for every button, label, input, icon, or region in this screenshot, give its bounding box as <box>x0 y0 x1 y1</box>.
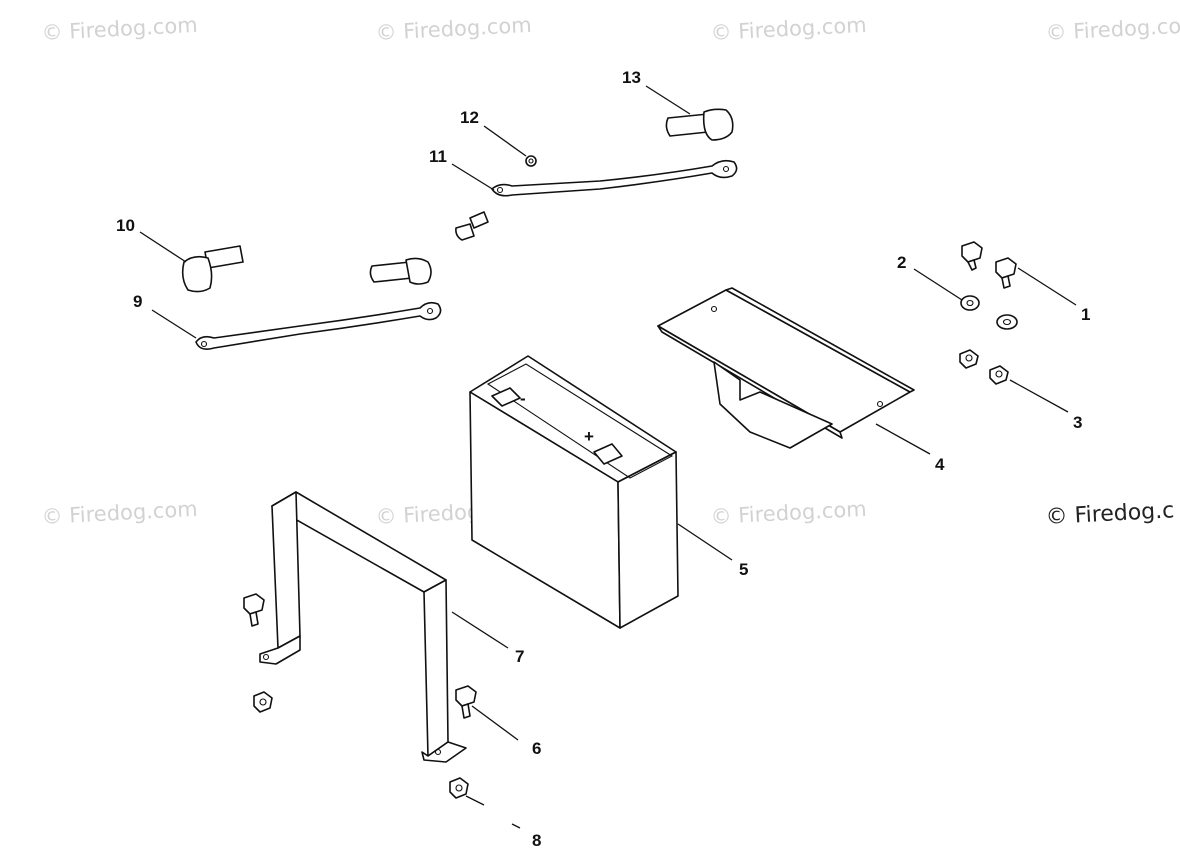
callout-9: 9 <box>133 292 142 311</box>
leader-2 <box>913 268 963 301</box>
leader-4 <box>875 423 931 455</box>
leader-10 <box>139 231 187 263</box>
callout-3: 3 <box>1073 413 1082 432</box>
terminal-cover <box>369 257 432 285</box>
callout-5: 5 <box>739 560 748 579</box>
part-4-battery-tray <box>657 287 915 449</box>
leader-12 <box>483 125 527 157</box>
hardware-lower-left <box>243 593 477 799</box>
callout-10: 10 <box>116 216 135 235</box>
callout-7: 7 <box>515 647 524 666</box>
leader-13 <box>645 85 691 115</box>
callout-11: 11 <box>429 147 447 166</box>
part-9-battery-cable <box>195 301 442 350</box>
watermark: © Firedog.com <box>1045 13 1180 45</box>
bolt <box>455 211 489 241</box>
part-7-hold-down-bracket <box>259 491 467 763</box>
callout-12: 12 <box>460 108 479 127</box>
callout-labels: 1 2 3 4 5 6 7 8 9 10 11 12 13 <box>116 68 1090 850</box>
part-11-battery-cable <box>491 159 738 197</box>
battery-negative-marker: - <box>520 389 526 408</box>
callout-8: 8 <box>532 831 541 850</box>
watermark-corner: © Firedog.c <box>1045 498 1175 530</box>
hardware-upper-right <box>959 241 1018 385</box>
watermark: © Firedog.com <box>41 13 198 45</box>
leader-7 <box>451 611 509 649</box>
callout-13: 13 <box>622 68 641 87</box>
callout-2: 2 <box>897 253 906 272</box>
watermark: © Firedog.com <box>710 497 867 529</box>
watermark: © Firedog.com <box>41 497 198 529</box>
battery-positive-marker: + <box>584 427 594 446</box>
watermark: © Firedog.com <box>710 13 867 45</box>
callout-4: 4 <box>935 455 945 474</box>
leader-9 <box>151 309 197 339</box>
callout-1: 1 <box>1081 305 1090 324</box>
part-13-terminal-cover <box>665 108 734 141</box>
leader-8b <box>511 823 521 829</box>
leader-8 <box>465 795 485 806</box>
part-10-terminal-cover <box>181 245 244 293</box>
leader-3 <box>1009 379 1069 413</box>
leader-6 <box>471 705 519 741</box>
callout-6: 6 <box>532 739 541 758</box>
watermark: © Firedog.com <box>375 13 532 45</box>
leader-lines <box>139 85 1077 829</box>
part-5-battery: - + <box>469 355 679 629</box>
leader-5 <box>677 523 733 561</box>
leader-11 <box>451 163 495 191</box>
leader-1 <box>1017 267 1077 306</box>
part-12-nut <box>525 155 537 167</box>
